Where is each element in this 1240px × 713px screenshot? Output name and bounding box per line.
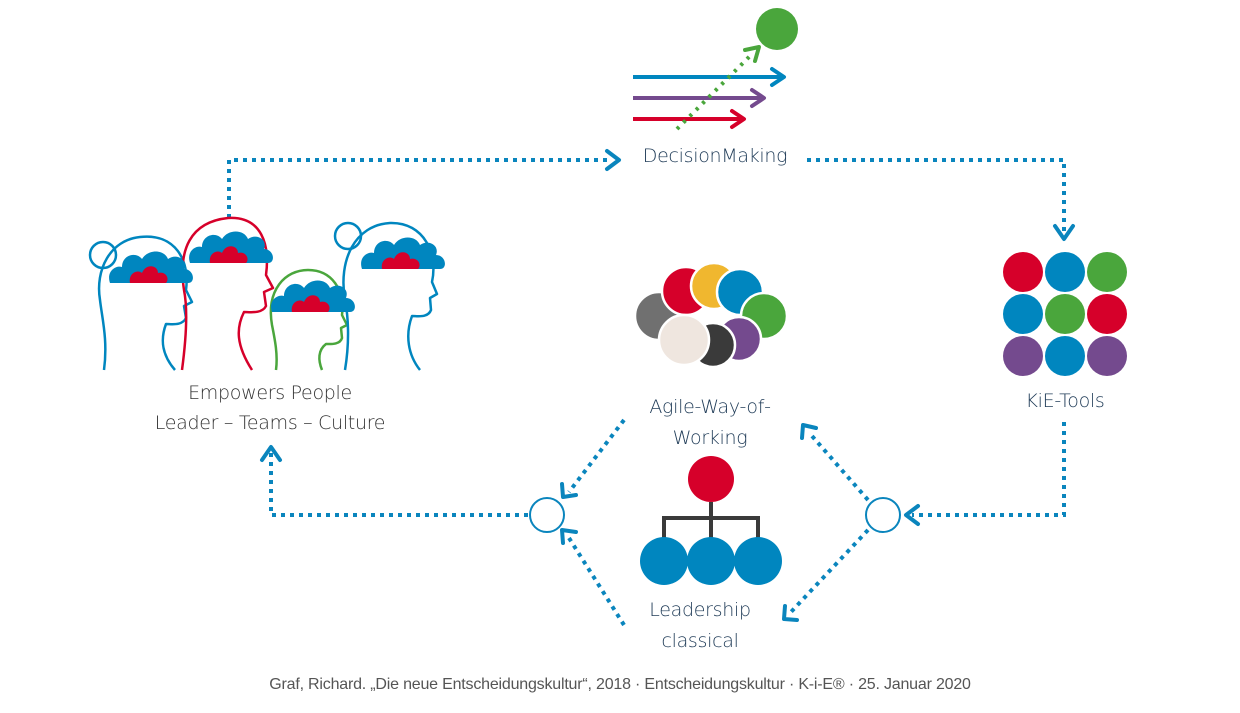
hierarchy-lines	[662, 502, 760, 540]
arrowhead-left-icon	[904, 504, 920, 526]
empowers-people-label: Empowers People Leader – Teams – Culture	[130, 378, 410, 438]
arrowhead-agile-icon	[800, 423, 818, 440]
team-circle-1	[640, 537, 688, 585]
connectors	[227, 158, 1066, 627]
kie-grid-dot-green	[1045, 294, 1085, 334]
dotted-arrow-green-head	[743, 45, 761, 63]
footer-citation: Graf, Richard. „Die neue Entscheidungsku…	[269, 676, 971, 693]
kie-tools-grid-icon	[1003, 252, 1127, 376]
arrowhead-left-node-top-icon	[560, 482, 578, 499]
leadership-hierarchy-icon	[640, 456, 782, 585]
merge-node-left	[529, 497, 565, 533]
team-circle-2	[687, 537, 735, 585]
connector-agile-to-left-node	[567, 418, 626, 494]
kie-grid-dot-blue	[1045, 336, 1085, 376]
leader-circle	[688, 456, 734, 502]
agile-line2: Working	[672, 427, 748, 449]
connector-right-node-to-agile	[810, 434, 870, 502]
connector-arrowheads	[260, 149, 1075, 622]
connector-people-to-decision	[227, 158, 612, 218]
head-woman-left	[88, 235, 194, 371]
arrow-red-head	[730, 109, 746, 129]
kie-grid-dot-green	[1087, 252, 1127, 292]
merge-node-right	[865, 497, 901, 533]
connector-kie-to-right-node	[912, 422, 1066, 517]
arrowhead-right-icon	[605, 149, 621, 171]
kie-grid-dot-red	[1087, 294, 1127, 334]
empowers-people-line1: Empowers People	[188, 382, 352, 404]
brain-cloud-3	[271, 280, 355, 312]
arrow-purple-head	[750, 88, 766, 108]
empowers-people-line2: Leader – Teams – Culture	[154, 412, 386, 434]
arrowhead-up-icon	[260, 445, 282, 462]
brain-clouds	[109, 231, 445, 312]
people-heads-icon	[88, 216, 439, 371]
connector-right-node-to-leadership	[788, 528, 870, 615]
arrow-blue-head	[770, 67, 786, 87]
decision-making-label: DecisionMaking	[642, 145, 788, 167]
kie-grid-dot-red	[1003, 252, 1043, 292]
kie-tools-label: KiE-Tools	[1025, 390, 1105, 412]
connector-left-node-to-people	[269, 452, 528, 517]
agile-line1: Agile-Way-of-	[649, 396, 771, 418]
head-man-red	[180, 216, 275, 371]
brain-cloud-1	[109, 251, 193, 283]
brain-cloud-4	[361, 237, 445, 269]
connector-decision-to-kie	[807, 158, 1066, 232]
leadership-line1: Leadership	[649, 599, 751, 621]
arrowhead-down-icon	[1053, 224, 1075, 241]
arrowhead-left-node-bottom-icon	[560, 528, 578, 545]
kie-grid-dot-blue	[1045, 252, 1085, 292]
arrowhead-leadership-icon	[782, 604, 799, 622]
brain-cloud-2	[189, 231, 273, 263]
leadership-line2: classical	[661, 630, 739, 652]
team-circle-3	[734, 537, 782, 585]
kie-grid-dot-blue	[1003, 294, 1043, 334]
kie-grid-dot-purple	[1087, 336, 1127, 376]
decision-making-icon	[633, 8, 798, 131]
kie-grid-dot-purple	[1003, 336, 1043, 376]
leadership-label: Leadership classical	[610, 595, 790, 657]
agile-circle-beige	[657, 313, 711, 367]
target-circle	[756, 8, 798, 50]
agile-circles-icon	[633, 261, 789, 369]
agile-label: Agile-Way-of- Working	[610, 392, 810, 454]
